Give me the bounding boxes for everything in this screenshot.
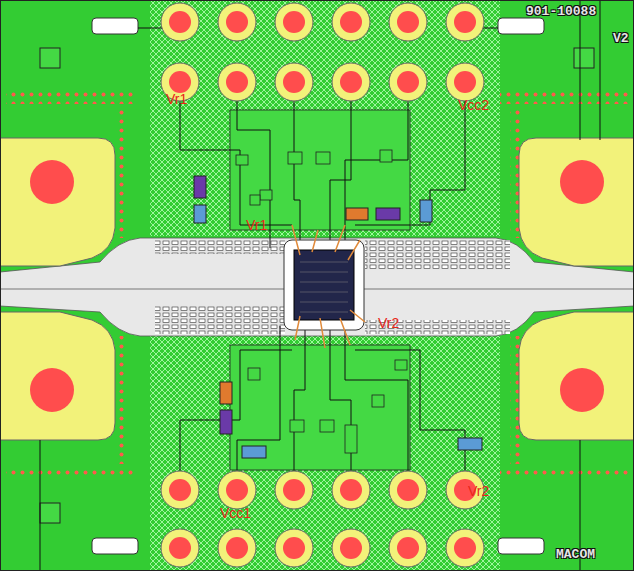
connector-pad <box>0 138 115 266</box>
slot <box>92 18 138 34</box>
via-row <box>500 466 628 478</box>
pin-name: Vr1 <box>166 92 187 106</box>
capacitor <box>376 208 400 220</box>
traces <box>40 0 600 571</box>
capacitor <box>242 446 266 458</box>
pin-name: Vcc1 <box>220 506 251 520</box>
bond-wires <box>292 225 365 348</box>
square-pad <box>40 503 60 523</box>
chip-detail <box>300 262 348 312</box>
capacitor <box>194 176 206 198</box>
mmic-chip <box>294 250 354 320</box>
dc-pads <box>161 3 484 567</box>
via-grid <box>365 240 510 270</box>
slot <box>498 18 544 34</box>
pin-name: Vr2 <box>378 316 399 330</box>
pin-name: Vcc2 <box>458 98 489 112</box>
pin-name: Vr1 <box>246 218 267 232</box>
via-row <box>116 336 126 464</box>
part-number: 901-10088 <box>526 5 596 18</box>
capacitor <box>220 410 232 434</box>
square-pad <box>40 48 60 68</box>
connector-hole <box>30 368 74 412</box>
connector-pad <box>519 312 634 440</box>
connector-hole <box>30 160 74 204</box>
slot <box>92 538 138 554</box>
version-mark: V2 <box>613 32 629 45</box>
via-row <box>500 92 628 104</box>
trace-area <box>230 110 410 230</box>
capacitor <box>194 205 206 223</box>
brand-mark: MACOM <box>556 548 595 561</box>
via-row <box>6 92 136 104</box>
smd-pads <box>236 150 407 453</box>
square-pad <box>574 48 594 68</box>
via-grid <box>155 240 285 254</box>
ground-hatch <box>150 0 500 236</box>
slot <box>498 538 544 554</box>
connector-pad <box>0 312 115 440</box>
trace-area <box>230 345 410 470</box>
connector-hole <box>560 368 604 412</box>
capacitor <box>220 382 232 404</box>
ground-hatch <box>150 336 500 571</box>
pin-name: Vr2 <box>468 484 489 498</box>
connector-hole <box>560 160 604 204</box>
capacitor <box>346 208 368 220</box>
connector-pad <box>519 138 634 266</box>
via-row <box>116 108 126 238</box>
capacitor <box>458 438 482 450</box>
via-row <box>6 466 136 478</box>
via-grid <box>155 306 285 334</box>
capacitor <box>420 200 432 222</box>
